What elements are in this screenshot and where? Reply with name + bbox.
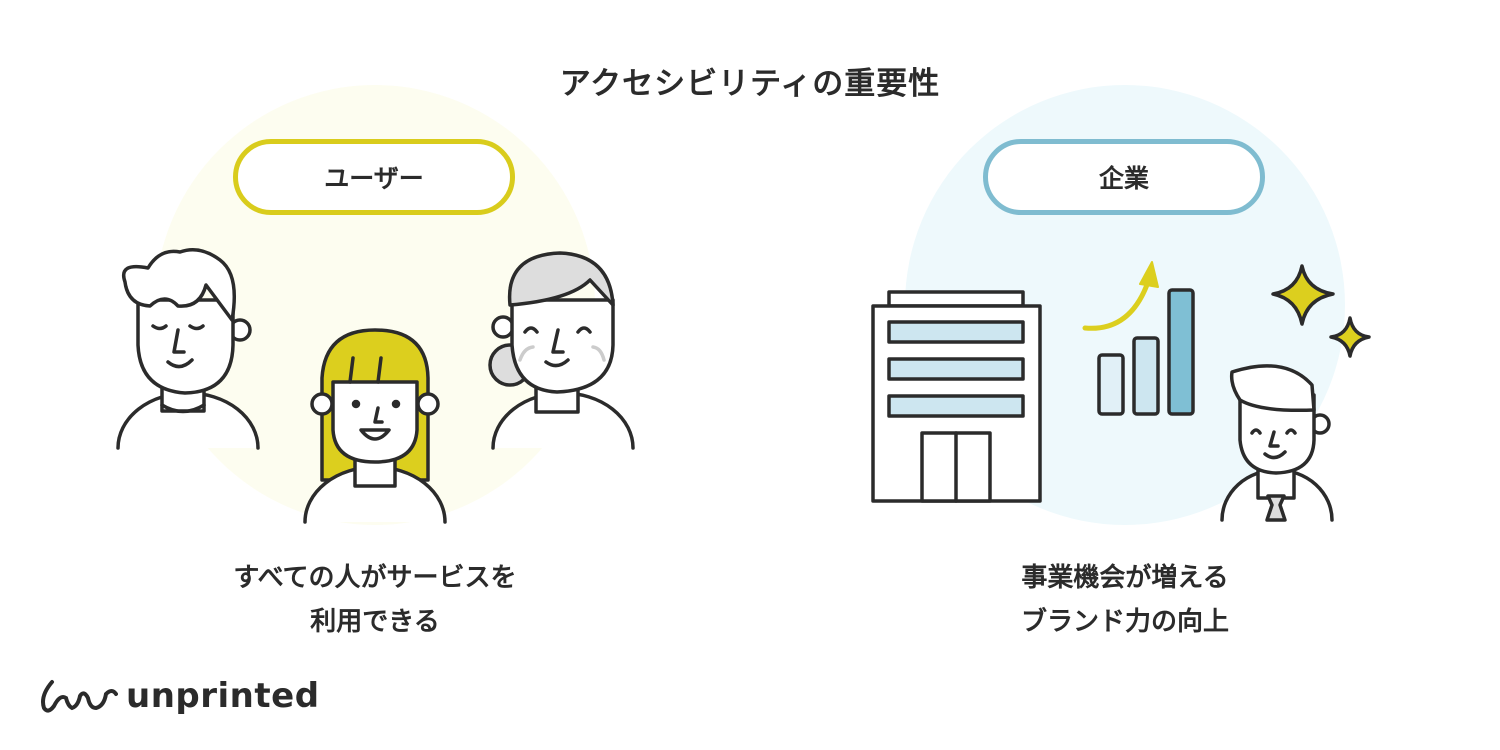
user-caption-line1: すべての人がサービスを bbox=[233, 563, 517, 593]
logo-text: unprinted bbox=[126, 676, 320, 716]
young-man-figure bbox=[116, 248, 260, 450]
upward-arrow-icon bbox=[1082, 279, 1151, 331]
user-label-pill: ユーザー bbox=[233, 139, 515, 215]
page-title: アクセシビリティの重要性 bbox=[559, 66, 941, 102]
girl-figure bbox=[303, 328, 447, 524]
company-caption-line1: 事業機会が増える bbox=[1021, 563, 1229, 593]
company-caption: 事業機会が増える ブランド力の向上 bbox=[825, 556, 1425, 644]
user-caption: すべての人がサービスを 利用できる bbox=[75, 556, 675, 644]
elderly-woman-figure bbox=[488, 251, 635, 450]
logo-mark-icon bbox=[41, 680, 118, 713]
company-label-pill: 企業 bbox=[983, 139, 1265, 215]
company-caption-line2: ブランド力の向上 bbox=[1020, 607, 1229, 637]
businessman-figure bbox=[1220, 364, 1334, 522]
office-building-icon bbox=[871, 290, 1042, 503]
user-caption-line2: 利用できる bbox=[310, 607, 440, 637]
growth-bar-chart-icon bbox=[1097, 288, 1195, 416]
brand-logo: unprinted bbox=[38, 676, 320, 716]
sparkle-icon bbox=[1271, 264, 1335, 326]
sparkle-icon bbox=[1329, 316, 1371, 358]
